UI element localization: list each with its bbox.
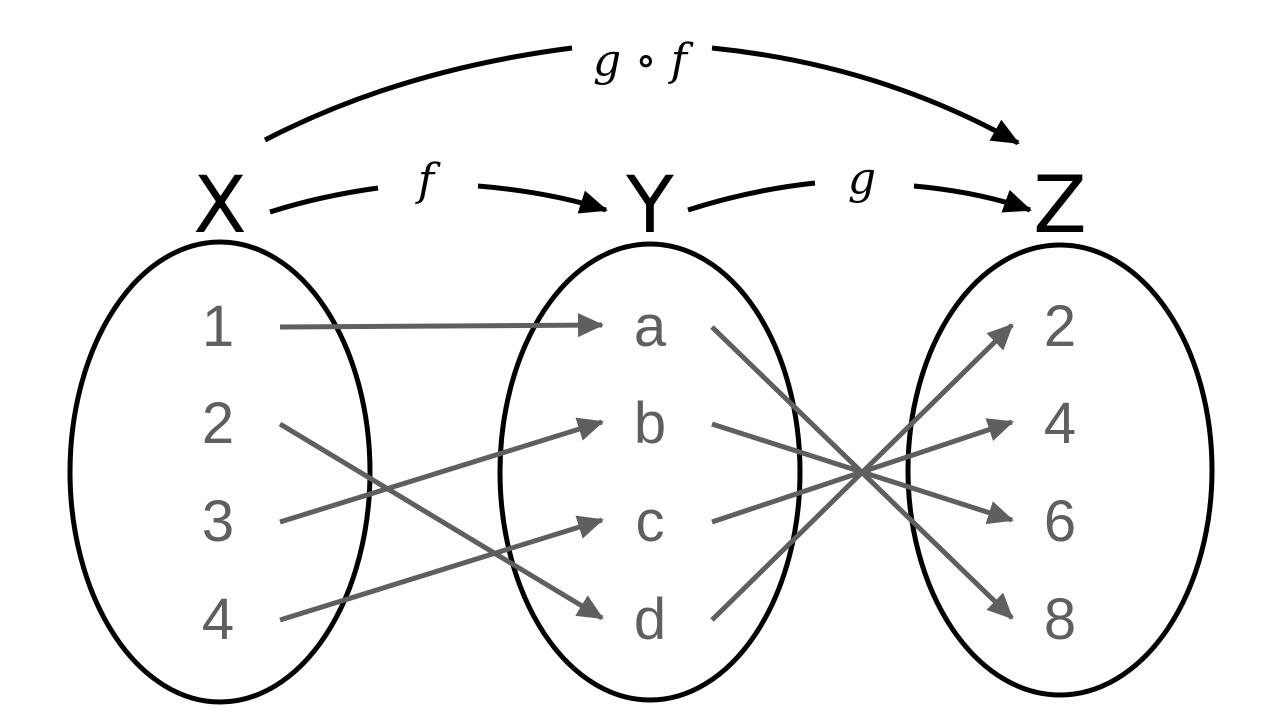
set-x-label: X bbox=[193, 161, 246, 251]
set-z-label: Z bbox=[1033, 161, 1086, 251]
f-mapping-arrow-2-to-d bbox=[278, 421, 604, 621]
set-x-element-2: 2 bbox=[202, 391, 234, 456]
g-arrow-left bbox=[687, 180, 816, 213]
set-x-element-1: 1 bbox=[202, 294, 234, 359]
set-x-element-4: 4 bbox=[202, 587, 234, 652]
g-label: g bbox=[848, 153, 876, 204]
set-y-element-c: c bbox=[636, 489, 665, 554]
g-mapping-arrow-d-to-2 bbox=[710, 323, 1014, 622]
gf-arrow-left bbox=[263, 45, 573, 143]
set-z-element-4: 4 bbox=[1044, 391, 1076, 456]
f-arrow-left bbox=[269, 185, 379, 215]
set-y-ellipse bbox=[497, 241, 803, 703]
set-y-element-a: a bbox=[634, 294, 667, 359]
gf-arrow-right bbox=[711, 45, 1020, 146]
set-z-element-8: 8 bbox=[1044, 587, 1076, 652]
set-x-ellipse bbox=[67, 239, 373, 705]
set-y-element-b: b bbox=[634, 391, 666, 456]
gf-label: g ∘ f bbox=[593, 35, 694, 86]
f-label: f bbox=[415, 155, 441, 206]
f-mapping-arrow-1-to-a bbox=[279, 313, 604, 338]
set-y-label: Y bbox=[625, 161, 674, 251]
set-z-ellipse bbox=[905, 242, 1215, 698]
f-mapping-arrow-3-to-b bbox=[279, 417, 604, 525]
f-mapping-arrow-4-to-c bbox=[279, 515, 604, 623]
set-z-element-2: 2 bbox=[1044, 294, 1076, 359]
set-z-element-6: 6 bbox=[1044, 489, 1076, 554]
g-arrow-right bbox=[913, 183, 1032, 213]
set-x-element-3: 3 bbox=[202, 489, 234, 554]
f-arrow-right bbox=[477, 183, 608, 214]
set-y-element-d: d bbox=[634, 587, 666, 652]
